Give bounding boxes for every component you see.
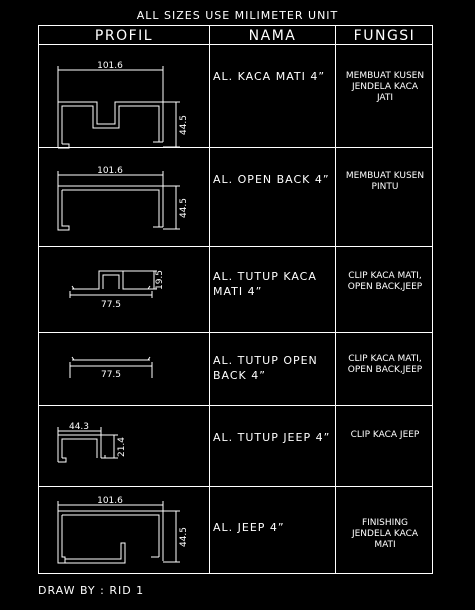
column-divider [335,26,336,573]
row-divider [39,332,432,333]
profile-drawing-tutup-open-back: 77.5 [69,356,153,380]
dimension-height: 44.5 [179,115,189,135]
dimension-width: 101.6 [97,61,123,71]
row-divider [39,44,432,45]
dimension-width: 77.5 [101,370,121,380]
row-divider [39,405,432,406]
header-nama: NAMA [248,28,297,44]
profile-drawing-kaca-mati: 101.6 44.5 [57,61,189,149]
row-divider [39,486,432,487]
row-divider [39,246,432,247]
fungsi-tutup-jeep: CLIP KACA JEEP [350,430,420,440]
dimension-height: 21.4 [117,437,127,457]
profile-drawing-open-back: 101.6 44.5 [57,166,189,231]
header-fungsi: FUNGSI [353,28,416,44]
profile-drawing-jeep: 101.6 44.5 [57,496,189,564]
nama-jeep: AL. JEEP 4” [213,521,285,534]
nama-kaca-mati: AL. KACA MATI 4” [213,70,326,83]
dimension-width: 77.5 [101,300,121,310]
nama-tutup-open-back: AL. TUTUP OPEN BACK 4” [213,354,318,382]
fungsi-tutup-kaca-mati: CLIP KACA MATI, OPEN BACK,JEEP [347,271,423,292]
fungsi-kaca-mati: MEMBUAT KUSEN JENDELA KACA JATI [345,71,425,103]
fungsi-open-back: MEMBUAT KUSEN PINTU [345,171,425,192]
draw-by-label: DRAW BY : RID 1 [38,584,145,597]
dimension-height: 19.5 [155,270,165,290]
profile-drawing-tutup-jeep: 44.3 21.4 [57,422,127,463]
dimension-width: 101.6 [97,166,123,176]
fungsi-tutup-open-back: CLIP KACA MATI, OPEN BACK,JEEP [347,354,423,375]
header-profil: PROFIL [94,28,154,44]
dimension-height: 44.5 [179,198,189,218]
dimension-height: 44.5 [179,527,189,547]
dimension-width: 44.3 [69,422,89,432]
column-divider [209,26,210,573]
row-divider [39,147,432,148]
page-title: ALL SIZES USE MILIMETER UNIT [136,9,339,22]
dimension-width: 101.6 [97,496,123,506]
fungsi-jeep: FINISHING JENDELA KACA MATI [351,518,419,550]
nama-tutup-jeep: AL. TUTUP JEEP 4” [213,431,331,444]
profile-drawing-tutup-kaca-mati: 77.5 19.5 [69,270,165,310]
nama-open-back: AL. OPEN BACK 4” [213,173,330,186]
profile-table: PROFIL NAMA FUNGSI 101.6 44.5 AL. KACA M… [38,25,433,574]
nama-tutup-kaca-mati: AL. TUTUP KACA MATI 4” [213,270,317,298]
